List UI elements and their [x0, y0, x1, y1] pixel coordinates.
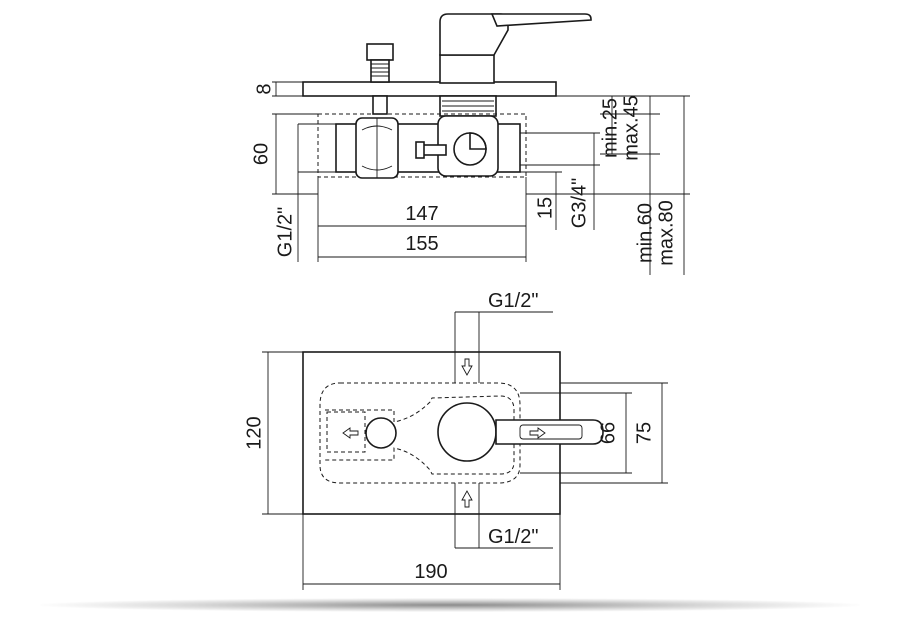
dim-top-inlet-thread: G1/2" — [488, 290, 538, 312]
dim-147: 147 — [405, 203, 438, 225]
arrow-left-icon — [342, 427, 359, 439]
lever-hub-front — [437, 402, 497, 462]
dim-min60: min.60 — [634, 203, 656, 263]
valve-body-side — [335, 115, 521, 179]
dim-max45: max.45 — [620, 95, 642, 161]
arrow-up-icon — [461, 490, 473, 508]
dim-max80: max.80 — [655, 200, 677, 266]
lever-handle-side — [439, 13, 592, 84]
dim-outlet-thread: G3/4" — [568, 178, 590, 228]
top-view: G1/2" G1/2" 120 66 75 190 — [243, 290, 668, 590]
dim-75: 75 — [633, 422, 655, 444]
wall-box-outline — [317, 113, 527, 178]
dim-inlet-thread: G1/2" — [274, 207, 296, 257]
dim-min25: min.25 — [599, 98, 621, 158]
dim-bottom-inlet-thread: G1/2" — [488, 526, 538, 548]
dim-plate-thickness: 8 — [253, 83, 275, 94]
dim-body-height: 60 — [250, 143, 272, 165]
cover-plate — [302, 81, 557, 97]
arrow-right-icon — [529, 427, 546, 439]
dim-155: 155 — [405, 233, 438, 255]
internal-body-outline — [319, 382, 521, 484]
side-view: 8 60 G1/2" 147 155 15 G3/4" — [250, 13, 690, 275]
dim-15: 15 — [534, 197, 556, 219]
dim-120: 120 — [243, 416, 265, 449]
drop-shadow — [40, 598, 860, 612]
lever-handle-front — [495, 419, 604, 445]
diverter-knob-front — [365, 417, 397, 449]
dim-190: 190 — [414, 561, 447, 583]
arrow-down-icon — [461, 358, 473, 376]
dim-66: 66 — [597, 422, 619, 444]
diverter-knob-side — [366, 43, 394, 83]
